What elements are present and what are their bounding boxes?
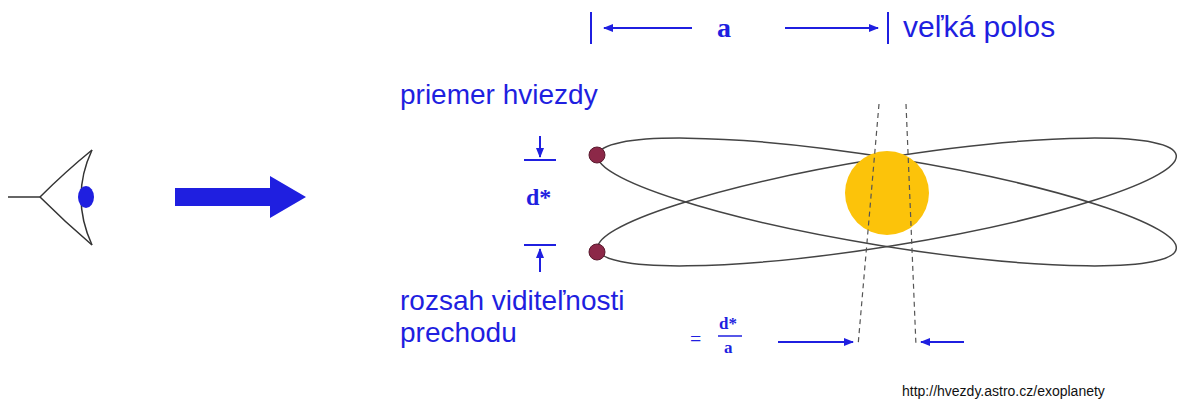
range-name: rozsah viditeľnosti prechodu [400, 285, 690, 349]
star-disk [845, 151, 929, 235]
eye-symbol [8, 150, 94, 245]
source-url: http://hvezdy.astro.cz/exoplanety [902, 383, 1105, 399]
diameter-dimension [524, 136, 556, 272]
orbit-ellipses [591, 112, 1184, 293]
fraction-denominator: a [724, 338, 733, 358]
visibility-lines [858, 104, 916, 346]
planet-dot [589, 147, 605, 163]
fraction-bar [718, 335, 742, 337]
view-arrow [175, 176, 306, 218]
axis-dimension [591, 12, 888, 44]
diameter-name: priemer hviezdy [400, 79, 598, 111]
fraction-numerator: d* [719, 314, 737, 334]
axis-name: veľká polos [903, 10, 1055, 45]
axis-symbol: a [717, 12, 731, 44]
planet-dot [589, 244, 605, 260]
diameter-symbol: d* [526, 184, 551, 212]
range-arrows [778, 341, 964, 343]
equals-sign: = [690, 328, 701, 351]
